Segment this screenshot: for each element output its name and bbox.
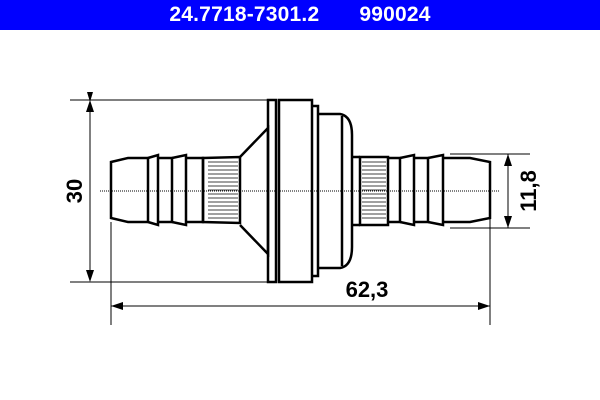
- height-dimension: 30: [62, 92, 275, 283]
- title-bar: 24.7718-7301.2 990024: [0, 0, 600, 30]
- valve-body: [239, 98, 360, 284]
- technical-drawing: 30: [62, 92, 541, 325]
- left-hose-barb: [109, 153, 242, 325]
- length-label: 62,3: [346, 277, 389, 302]
- right-hose-barb: [358, 153, 492, 325]
- diameter-dimension: 11,8: [450, 153, 541, 229]
- height-label: 30: [62, 179, 87, 203]
- part-number: 24.7718-7301.2: [169, 3, 320, 26]
- length-dimension: 62,3: [111, 277, 490, 310]
- reference-number: 990024: [359, 3, 431, 26]
- diameter-label: 11,8: [516, 170, 541, 212]
